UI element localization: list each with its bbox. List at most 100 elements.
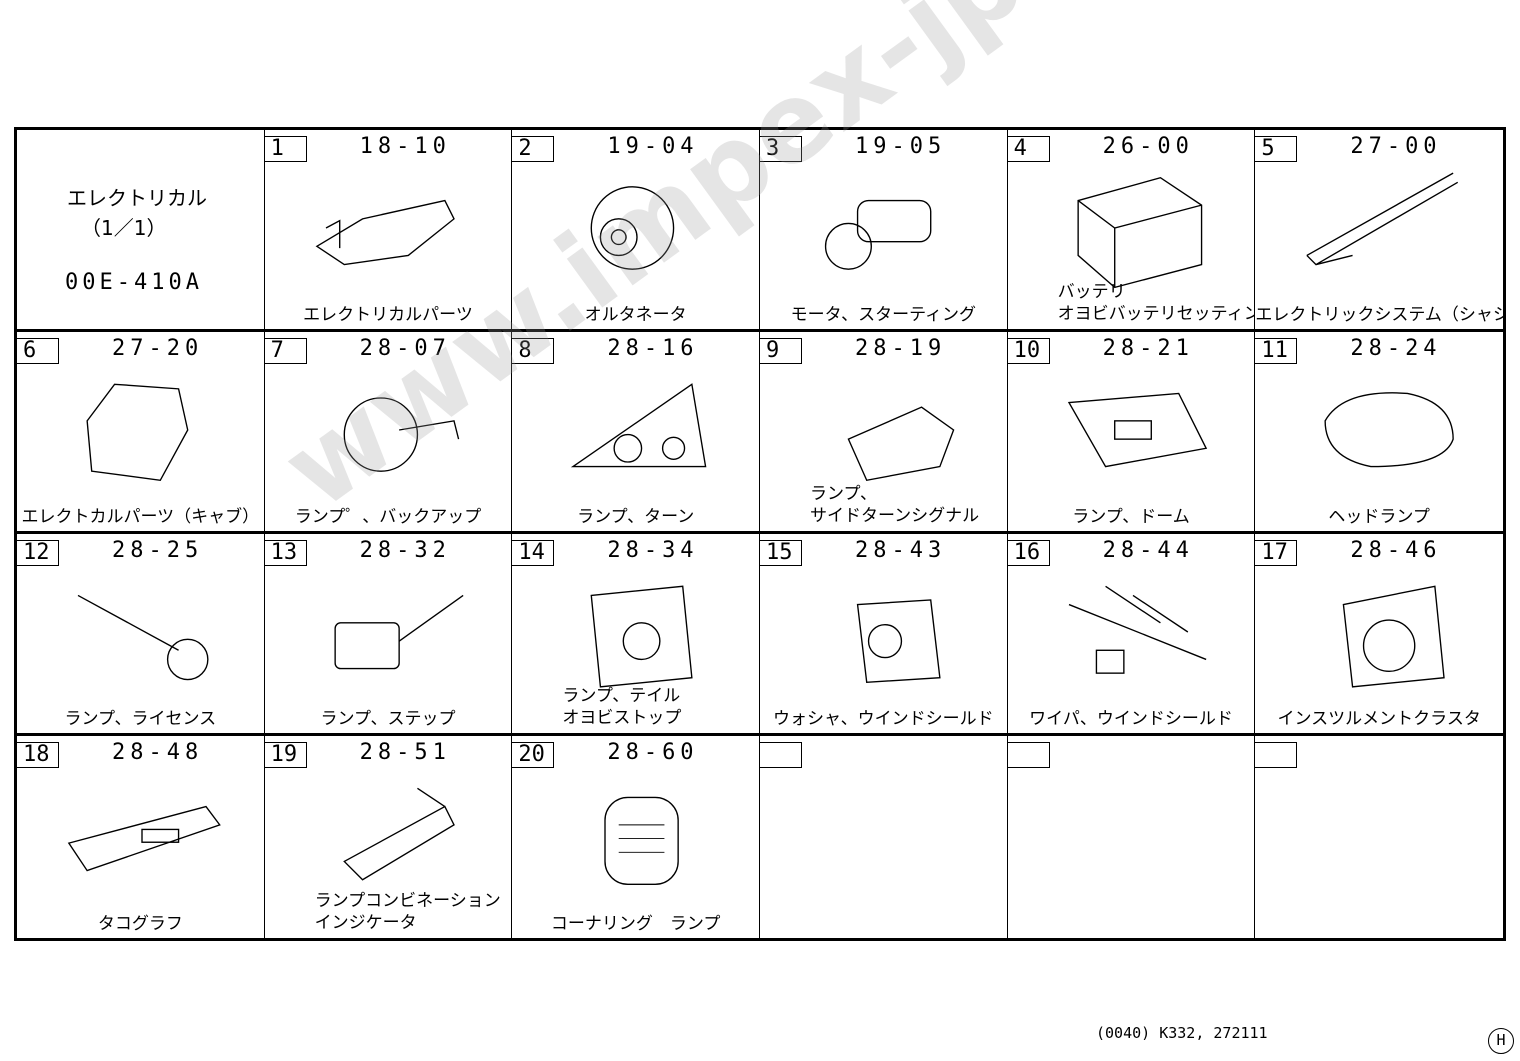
part-group-code: 26-00	[1102, 134, 1194, 159]
cell-number: 20	[512, 742, 555, 768]
part-label: ランプ、ステップ	[265, 704, 512, 729]
part-label: ランプ、ライセンス	[17, 704, 264, 729]
part-label-line: オヨビストップ	[562, 708, 682, 728]
cell-number: 4	[1007, 136, 1050, 162]
part-label: バッテリオヨビバッテリセッティング	[1058, 281, 1255, 325]
part-label: エレクトリックシステム（シャシ）	[1255, 300, 1503, 325]
part-cell[interactable]: 14 28-34 ランプ、テイルオヨビストップ	[512, 534, 760, 736]
part-label: ランプ、テイルオヨビストップ	[562, 685, 759, 729]
part-cell	[760, 736, 1008, 938]
part-label: ランプ、ターン	[512, 502, 759, 527]
part-cell	[1255, 736, 1503, 938]
sheet-mark: H	[1488, 1028, 1514, 1054]
part-label-line: オヨビバッテリセッティング	[1057, 304, 1255, 324]
cell-number: 5	[1255, 136, 1298, 162]
cell-number: 18	[17, 742, 59, 768]
part-label-line: タコグラフ	[97, 914, 183, 934]
footer-reference: (0040) K332, 272111	[1096, 1024, 1268, 1042]
part-cell[interactable]: 13 28-32 ランプ、ステップ	[264, 534, 513, 736]
part-label-line: バッテリ	[1057, 282, 1126, 302]
part-illustration	[571, 383, 707, 468]
part-group-code: 28-51	[359, 740, 451, 765]
part-group-code: 28-32	[359, 538, 451, 563]
part-illustration	[824, 199, 932, 270]
cell-number	[760, 742, 802, 768]
part-label: ウォシャ、ウインドシールド	[760, 704, 1007, 729]
part-label-line: ランプコンビネーション	[314, 891, 501, 911]
cell-number: 6	[17, 338, 59, 364]
cell-number: 15	[760, 540, 802, 566]
part-cell[interactable]: 18 28-48 タコグラフ	[17, 736, 265, 938]
part-label: ランプ゜、バックアップ	[265, 502, 512, 527]
part-label: モータ、スターティング	[760, 300, 1007, 325]
part-illustration	[343, 397, 459, 472]
part-label-line: ワイパ、ウインドシールド	[1029, 709, 1233, 729]
part-illustration	[590, 585, 693, 688]
part-illustration	[856, 599, 941, 684]
cell-number: 9	[760, 338, 802, 364]
cell-number: 13	[264, 540, 307, 566]
cell-number: 14	[512, 540, 555, 566]
part-label-line: ランプ、	[810, 484, 877, 504]
part-illustration	[604, 796, 680, 885]
part-illustration	[847, 406, 955, 482]
part-label: ランプ、ドーム	[1008, 502, 1255, 527]
cell-number: 16	[1007, 540, 1050, 566]
part-label: インスツルメントクラスタ	[1255, 704, 1503, 729]
part-label-line: オルタネータ	[584, 305, 687, 325]
section-code: 00E-410A	[65, 270, 203, 295]
part-group-code: 28-34	[607, 538, 699, 563]
part-illustration	[1077, 176, 1202, 289]
cell-number: 12	[17, 540, 59, 566]
part-label-line: ランプ、ターン	[577, 507, 695, 527]
part-label: タコグラフ	[17, 909, 264, 934]
part-illustration	[315, 199, 455, 266]
cell-number: 8	[512, 338, 555, 364]
part-cell	[1007, 736, 1256, 938]
part-label-line: エレクトリックシステム（シャシ）	[1255, 305, 1503, 325]
part-group-code: 28-07	[359, 336, 451, 361]
part-label-line: ウォシャ、ウインドシールド	[772, 709, 994, 729]
part-label-line: ランプ゜、バックアップ	[294, 507, 482, 527]
part-group-code: 28-21	[1102, 336, 1194, 361]
part-cell[interactable]: 6 27-20 エレクトカルパーツ（キャブ）	[17, 332, 265, 534]
part-group-code: 28-25	[112, 538, 204, 563]
part-label: ランプコンビネーションインジケータ	[315, 890, 512, 934]
cell-number: 7	[264, 338, 307, 364]
section-title: エレクトリカル	[67, 186, 207, 210]
part-group-code: 27-00	[1350, 134, 1442, 159]
part-cell[interactable]: 4 26-00 バッテリオヨビバッテリセッティング	[1007, 130, 1256, 332]
part-cell[interactable]: 7 28-07 ランプ゜、バックアップ	[264, 332, 513, 534]
part-label: エレクトリカルパーツ	[265, 300, 512, 325]
part-label-line: ランプ、ステップ	[320, 709, 456, 729]
part-cell[interactable]: 12 28-25 ランプ、ライセンス	[17, 534, 265, 736]
part-group-code: 28-46	[1350, 538, 1442, 563]
part-label: オルタネータ	[512, 300, 759, 325]
part-group-code: 28-19	[855, 336, 947, 361]
cell-number	[1007, 742, 1050, 768]
part-cell[interactable]: 5 27-00 エレクトリックシステム（シャシ）	[1255, 130, 1503, 332]
cell-number: 2	[512, 136, 555, 162]
part-label-line: エレクトリカルパーツ	[303, 305, 473, 325]
part-illustration	[334, 594, 464, 670]
part-label: コーナリング ランプ	[512, 909, 759, 934]
cell-number: 3	[760, 136, 802, 162]
part-group-code: 18-10	[359, 134, 451, 159]
part-group-code: 27-20	[112, 336, 204, 361]
part-label: エレクトカルパーツ（キャブ）	[17, 502, 264, 527]
part-group-code: 28-48	[112, 740, 204, 765]
part-label-line: ランプ、ドーム	[1072, 507, 1190, 527]
